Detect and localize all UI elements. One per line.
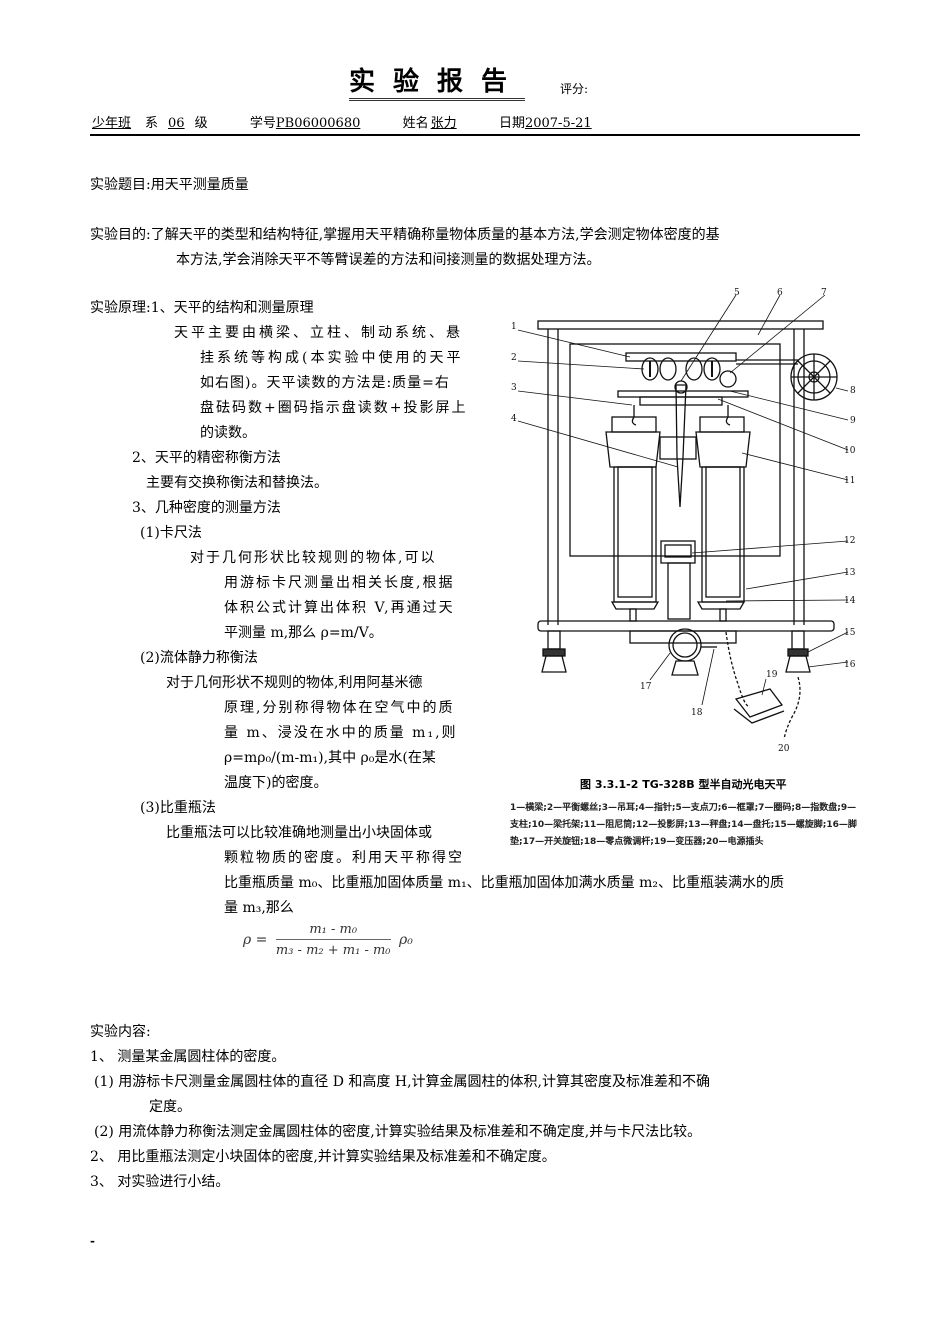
grade-suffix: 级 bbox=[194, 116, 208, 131]
content-item-1-1-cont: 定度。 bbox=[149, 1099, 191, 1115]
s1-line-1: 天平主要由横梁、立柱、制动系统、悬 bbox=[174, 325, 463, 341]
m2-line-5: 温度下)的密度。 bbox=[224, 775, 328, 791]
date-label: 日期 bbox=[498, 116, 525, 131]
density-formula: ρ = m₁ - m₀ m₃ - m₂ + m₁ - m₀ ρ₀ bbox=[243, 922, 413, 958]
formula-fraction: m₁ - m₀ m₃ - m₂ + m₁ - m₀ bbox=[275, 922, 391, 958]
purpose-line-2: 本方法,学会消除天平不等臂误差的方法和间接测量的数据处理方法。 bbox=[176, 252, 601, 268]
score-label: 评分: bbox=[560, 82, 589, 96]
svg-text:12: 12 bbox=[844, 536, 855, 546]
m2-line-2: 原理,分别称得物体在空气中的质 bbox=[224, 700, 455, 716]
svg-text:15: 15 bbox=[844, 628, 856, 638]
m1-line-3: 体积公式计算出体积 V,再通过天 bbox=[224, 600, 455, 616]
svg-text:8: 8 bbox=[850, 386, 856, 396]
principle-label: 实验原理: bbox=[90, 300, 151, 316]
svg-text:7: 7 bbox=[821, 288, 827, 298]
content-item-1-1: (1) 用游标卡尺测量金属圆柱体的直径 D 和高度 H,计算金属圆柱的体积,计算… bbox=[94, 1074, 710, 1090]
m3-line-2: 颗粒物质的密度。利用天平称得空 bbox=[224, 850, 464, 866]
formula-lhs: ρ = bbox=[243, 932, 268, 948]
section-2-text: 主要有交换称衡法和替换法。 bbox=[146, 475, 328, 491]
grade-field: 06 bbox=[168, 116, 185, 131]
footer-mark: - bbox=[90, 1234, 95, 1248]
content-label: 实验内容: bbox=[90, 1024, 151, 1040]
method-1-title: (1)卡尺法 bbox=[140, 525, 202, 541]
figure-caption: 图 3.3.1-2 TG-328B 型半自动光电天平 bbox=[580, 778, 787, 791]
m1-line-1: 对于几何形状比较规则的物体,可以 bbox=[190, 550, 437, 566]
svg-text:14: 14 bbox=[844, 596, 856, 606]
student-info-row: 少年班系 06 级 学号PB06000680 姓名张力 日期2007-5-21 bbox=[90, 112, 632, 131]
m1-line-4: 平测量 m,那么 ρ=m/V。 bbox=[224, 625, 383, 641]
name-field: 张力 bbox=[430, 116, 457, 131]
svg-text:3: 3 bbox=[511, 383, 517, 393]
s1-line-3: 如右图)。天平读数的方法是:质量=右 bbox=[200, 375, 450, 391]
department-field: 少年班 bbox=[92, 116, 132, 131]
content-item-3: 3、 对实验进行小结。 bbox=[90, 1174, 230, 1190]
svg-text:19: 19 bbox=[766, 670, 778, 680]
s1-line-2: 挂系统等构成(本实验中使用的天平 bbox=[200, 350, 464, 366]
svg-text:1: 1 bbox=[511, 322, 517, 332]
report-title: 实验报告 bbox=[349, 66, 526, 101]
dept-suffix: 系 bbox=[145, 116, 159, 131]
svg-text:13: 13 bbox=[844, 568, 856, 578]
student-id-label: 学号 bbox=[249, 116, 276, 131]
method-3-title: (3)比重瓶法 bbox=[140, 800, 216, 816]
header-divider bbox=[90, 134, 860, 136]
svg-text:9: 9 bbox=[850, 416, 856, 426]
formula-denominator: m₃ - m₂ + m₁ - m₀ bbox=[275, 943, 391, 958]
m2-line-4: ρ=mρ₀/(m-m₁),其中 ρ₀是水(在某 bbox=[224, 750, 436, 766]
content-item-1: 1、 测量某金属圆柱体的密度。 bbox=[90, 1049, 286, 1065]
svg-text:5: 5 bbox=[734, 288, 740, 298]
section-2-title: 2、天平的精密称衡方法 bbox=[132, 450, 281, 466]
svg-text:6: 6 bbox=[777, 288, 783, 298]
s1-line-4: 盘砝码数+圈码指示盘读数+投影屏上 bbox=[200, 400, 468, 416]
content-item-1-2: (2) 用流体静力称衡法测定金属圆柱体的密度,计算实验结果及标准差和不确定度,并… bbox=[94, 1124, 702, 1140]
section-3-title: 3、几种密度的测量方法 bbox=[132, 500, 281, 516]
purpose-line-1: 实验目的:了解天平的类型和结构特征,掌握用天平精确称量物体质量的基本方法,学会测… bbox=[90, 223, 720, 248]
svg-text:20: 20 bbox=[778, 744, 790, 754]
svg-text:16: 16 bbox=[844, 660, 856, 670]
m3-line-1: 比重瓶法可以比较准确地测量出小块固体或 bbox=[166, 825, 432, 841]
svg-text:10: 10 bbox=[844, 446, 856, 456]
student-id-field: PB06000680 bbox=[275, 116, 361, 131]
content-item-2: 2、 用比重瓶法测定小块固体的密度,并计算实验结果及标准差和不确定度。 bbox=[90, 1149, 556, 1165]
m3-line-4: 量 m₃,那么 bbox=[224, 900, 294, 916]
principle-heading: 实验原理:1、天平的结构和测量原理 bbox=[90, 296, 314, 321]
name-label: 姓名 bbox=[402, 116, 429, 131]
m2-line-3: 量 m、浸没在水中的质量 m₁,则 bbox=[224, 725, 458, 741]
section-1-title: 1、天平的结构和测量原理 bbox=[150, 300, 314, 316]
s1-line-5: 的读数。 bbox=[200, 425, 256, 441]
m1-line-2: 用游标卡尺测量出相关长度,根据 bbox=[224, 575, 455, 591]
formula-numerator: m₁ - m₀ bbox=[275, 922, 391, 940]
date-field: 2007-5-21 bbox=[524, 116, 592, 131]
svg-text:17: 17 bbox=[640, 682, 652, 692]
figure-legend: 1—横梁;2—平衡螺丝;3—吊耳;4—指针;5—支点刀;6—框罩;7—圈码;8—… bbox=[510, 803, 857, 847]
m2-line-1: 对于几何形状不规则的物体,利用阿基米德 bbox=[166, 675, 423, 691]
svg-text:2: 2 bbox=[511, 353, 517, 363]
svg-text:4: 4 bbox=[511, 414, 517, 424]
topic-line: 实验题目:用天平测量质量 bbox=[90, 173, 249, 198]
purpose-label: 实验目的: bbox=[90, 227, 151, 243]
topic-label: 实验题目: bbox=[90, 177, 151, 193]
m3-line-3: 比重瓶质量 m₀、比重瓶加固体质量 m₁、比重瓶加固体加满水质量 m₂、比重瓶装… bbox=[224, 875, 785, 891]
svg-text:11: 11 bbox=[844, 476, 855, 486]
purpose-text-1: 了解天平的类型和结构特征,掌握用天平精确称量物体质量的基本方法,学会测定物体密度… bbox=[150, 227, 720, 243]
method-2-title: (2)流体静力称衡法 bbox=[140, 650, 258, 666]
topic-value: 用天平测量质量 bbox=[150, 177, 249, 193]
formula-rhs: ρ₀ bbox=[398, 932, 413, 948]
svg-text:18: 18 bbox=[691, 708, 703, 718]
